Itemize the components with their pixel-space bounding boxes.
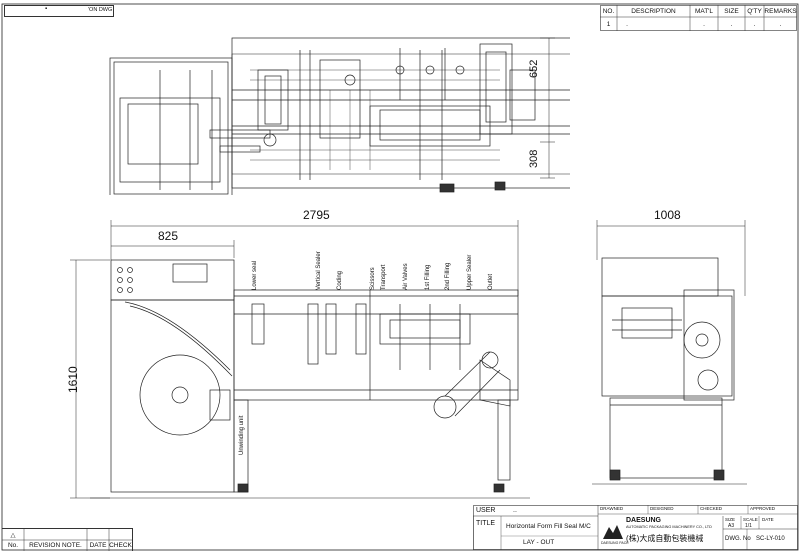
label-unwinding-unit: Unwinding unit: [239, 415, 245, 455]
date-label: DATE: [762, 517, 774, 522]
dim-overall-length: 2795: [303, 208, 330, 222]
dim-unwind-length: 825: [158, 229, 179, 243]
revision-row-note: [24, 529, 87, 540]
col-size: SIZE: [724, 7, 739, 15]
company-full-name: AUTOMATIC PACKAGING MACHINERY CO., LTD: [626, 525, 712, 529]
revision-block: △ No. REVISION NOTE. DATE CHECK: [2, 528, 133, 551]
revision-col-no: No.: [7, 542, 19, 549]
label-vertical-sealer: Vertical Sealer: [316, 251, 322, 290]
parts-table-grid: [600, 5, 797, 31]
row-remarks: .: [779, 20, 782, 28]
label-first-filling: 1st Filling: [425, 264, 431, 290]
revision-row-no: △: [10, 531, 16, 539]
row-size: .: [730, 20, 733, 28]
dim-overall-height: 1610: [66, 366, 80, 393]
label-upper-sealer: Upper Sealer: [467, 254, 473, 290]
row-qty: .: [753, 20, 756, 28]
row-no: 1: [606, 20, 611, 28]
logo-text: DAESUNG PACK: [601, 541, 629, 545]
label-air-valves: Air Valves: [403, 263, 409, 290]
user-value: ..: [513, 507, 517, 514]
col-description: DESCRIPTION: [631, 7, 676, 15]
label-transport: Transport: [381, 264, 387, 290]
revision-grid: [2, 529, 132, 551]
row-description: .: [626, 20, 628, 28]
approved-label: APPROVED: [750, 506, 776, 511]
dwg-tag-dot: ▪: [45, 6, 48, 12]
label-coding: Coding: [337, 270, 343, 290]
size-value: A3: [728, 523, 735, 529]
row-material: .: [703, 20, 705, 28]
company-logo: [603, 525, 623, 539]
parts-table: NO. DESCRIPTION MAT'L SIZE Q'TY REMARKS …: [600, 5, 797, 31]
title-block: USER .. TITLE Horizontal Form Fill Seal …: [473, 505, 798, 550]
dim-top-depth: 308: [528, 149, 540, 168]
dwg-no-label: DWG. No: [725, 536, 751, 542]
dwg-tag: ▪ 'ON DWG: [4, 5, 114, 17]
user-label: USER: [476, 507, 496, 514]
drawned-label: DRAWNED: [600, 506, 624, 511]
top-view: [109, 37, 570, 195]
title-line-2: LAY - OUT: [523, 539, 555, 546]
dwg-tag-label: 'ON DWG: [88, 7, 113, 13]
col-remarks: REMARKS: [764, 7, 797, 15]
scale-value: 1/1: [745, 523, 752, 529]
label-outlet: Outlet: [488, 273, 494, 290]
col-material: MAT'L: [694, 7, 714, 15]
dim-top-height: 652: [528, 59, 540, 78]
company-name: DAESUNG: [626, 517, 662, 524]
col-qty: Q'TY: [747, 7, 762, 15]
designed-label: DESIGNED: [650, 506, 674, 511]
checked-label: CHECKED: [700, 506, 723, 511]
dim-side-width: 1008: [654, 208, 681, 222]
dwg-no-value: SC-LY-010: [756, 536, 785, 542]
revision-col-note: REVISION NOTE.: [29, 542, 82, 549]
title-line-1: Horizontal Form Fill Seal M/C: [506, 523, 591, 530]
label-lower-seal: Lower seal: [252, 260, 258, 290]
scale-label: SCALE: [743, 517, 758, 522]
company-korean-name: (株)大成自動包裝機械: [626, 534, 704, 543]
front-view: [70, 220, 530, 499]
label-second-filling: 2nd Filling: [445, 262, 451, 290]
side-view: [592, 220, 747, 485]
col-no: NO.: [602, 7, 615, 15]
label-scissors: Scissors: [370, 267, 376, 290]
revision-col-check: CHECK: [109, 542, 132, 549]
revision-col-date: DATE: [89, 542, 107, 549]
size-label: SIZE: [725, 517, 736, 522]
title-block-grid: [473, 505, 798, 550]
title-label: TITLE: [476, 520, 496, 527]
